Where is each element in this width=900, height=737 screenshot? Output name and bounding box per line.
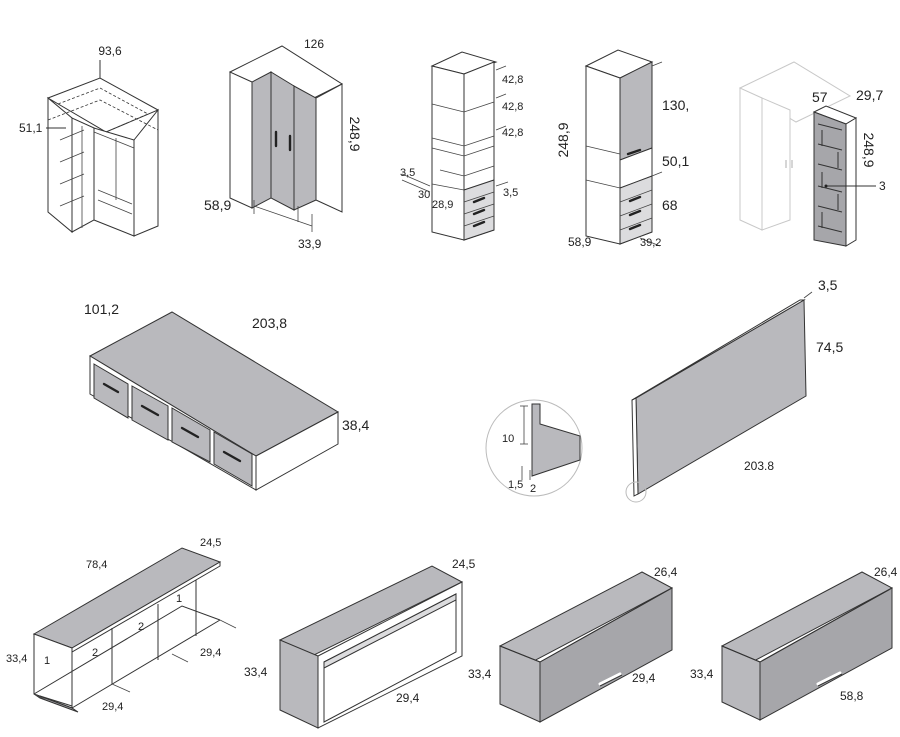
shelf-width-label: 78,4 <box>86 559 107 571</box>
bed-length-label: 203,8 <box>252 315 287 331</box>
wall-cabinet-small: 26,4 33,4 29,4 <box>468 565 678 723</box>
wall-cabinet-large: 26,4 33,4 58,8 <box>690 565 898 721</box>
headboard: 3,5 74,5 203.8 <box>625 277 843 503</box>
shelf-compartment-depth-label: 29,4 <box>200 647 221 659</box>
wardrobe-desk-drawers-label: 68 <box>662 197 678 213</box>
wardrobe-desk: 248,9 130, 50,1 68 58,9 39,2 <box>555 49 689 249</box>
small-cabinet-height-label: 33,4 <box>468 667 492 681</box>
bookcase-desk: 42,8 42,8 42,8 3,5 3,5 30 28,9 <box>400 51 523 241</box>
open-box-height-label: 33,4 <box>244 665 268 679</box>
bookcase-shelf3-label: 42,8 <box>502 127 523 139</box>
shelf-compartment-4-label: 1 <box>176 593 182 605</box>
corner-shelf-depth-label: 29,7 <box>856 87 883 103</box>
shelf-height-label: 33,4 <box>6 653 27 665</box>
bed-with-drawers: 101,2 203,8 38,4 <box>84 301 369 491</box>
detail-lip-label: 10 <box>502 433 514 445</box>
corner-shelf-count-label: 3 <box>879 179 886 193</box>
wardrobe-desk-middle-label: 50,1 <box>662 153 689 169</box>
corner-open-depth-label: 51,1 <box>19 121 43 135</box>
shelf-compartment-1-label: 1 <box>44 655 50 667</box>
wardrobe-desk-depth-label: 58,9 <box>568 235 592 249</box>
open-box-depth-label: 24,5 <box>452 557 476 571</box>
large-cabinet-height-label: 33,4 <box>690 667 714 681</box>
edge-detail: 10 1,5 2 <box>485 399 583 497</box>
shelf-compartment-2-label: 2 <box>92 647 98 659</box>
corner-closed-width-label: 126 <box>304 37 324 51</box>
corner-shelf-width-label: 57 <box>812 89 828 105</box>
shelf-bottom-label: 29,4 <box>102 701 123 713</box>
large-cabinet-width-label: 58,8 <box>840 689 864 703</box>
bookcase-desk-depth-label: 30 <box>418 189 430 201</box>
bookcase-shelf1-label: 42,8 <box>502 74 523 86</box>
corner-closed-door-label: 33,9 <box>298 237 322 251</box>
open-box-width-label: 29,4 <box>396 691 420 705</box>
corner-wardrobe-closed: 126 248,9 58,9 33,9 <box>204 37 363 251</box>
corner-closed-depth-label: 58,9 <box>204 197 231 213</box>
detail-edge-label: 2 <box>530 483 536 495</box>
corner-shelf: 57 29,7 248,9 3 <box>738 61 886 247</box>
bed-height-label: 38,4 <box>342 417 369 433</box>
bookcase-side-gap-label: 3,5 <box>503 187 518 199</box>
small-cabinet-depth-label: 26,4 <box>654 565 678 579</box>
bookcase-shelf2-label: 42,8 <box>502 101 523 113</box>
bookcase-top-gap-label: 3,5 <box>400 167 415 179</box>
shelf-depth-label: 24,5 <box>200 537 221 549</box>
open-box: 24,5 33,4 29,4 <box>244 557 476 729</box>
small-cabinet-width-label: 29,4 <box>632 671 656 685</box>
bookcase-desk-width-label: 28,9 <box>432 199 453 211</box>
open-shelf-unit: 1 2 2 1 78,4 24,5 33,4 29,4 29,4 <box>6 537 237 713</box>
corner-shelf-height-label: 248,9 <box>861 132 877 167</box>
headboard-length-label: 203.8 <box>744 459 774 473</box>
large-cabinet-depth-label: 26,4 <box>874 565 898 579</box>
bed-width-label: 101,2 <box>84 301 119 317</box>
wardrobe-desk-width-label: 39,2 <box>640 237 661 249</box>
detail-gap-label: 1,5 <box>508 479 523 491</box>
corner-wardrobe-open: 93,6 51,1 <box>19 44 160 237</box>
wardrobe-desk-top-label: 130, <box>662 97 689 113</box>
headboard-thickness-label: 3,5 <box>818 277 838 293</box>
corner-open-width-label: 93,6 <box>98 44 122 58</box>
headboard-height-label: 74,5 <box>816 339 843 355</box>
corner-closed-height-label: 248,9 <box>347 116 363 151</box>
shelf-compartment-3-label: 2 <box>138 621 144 633</box>
wardrobe-desk-height-label: 248,9 <box>555 122 571 157</box>
